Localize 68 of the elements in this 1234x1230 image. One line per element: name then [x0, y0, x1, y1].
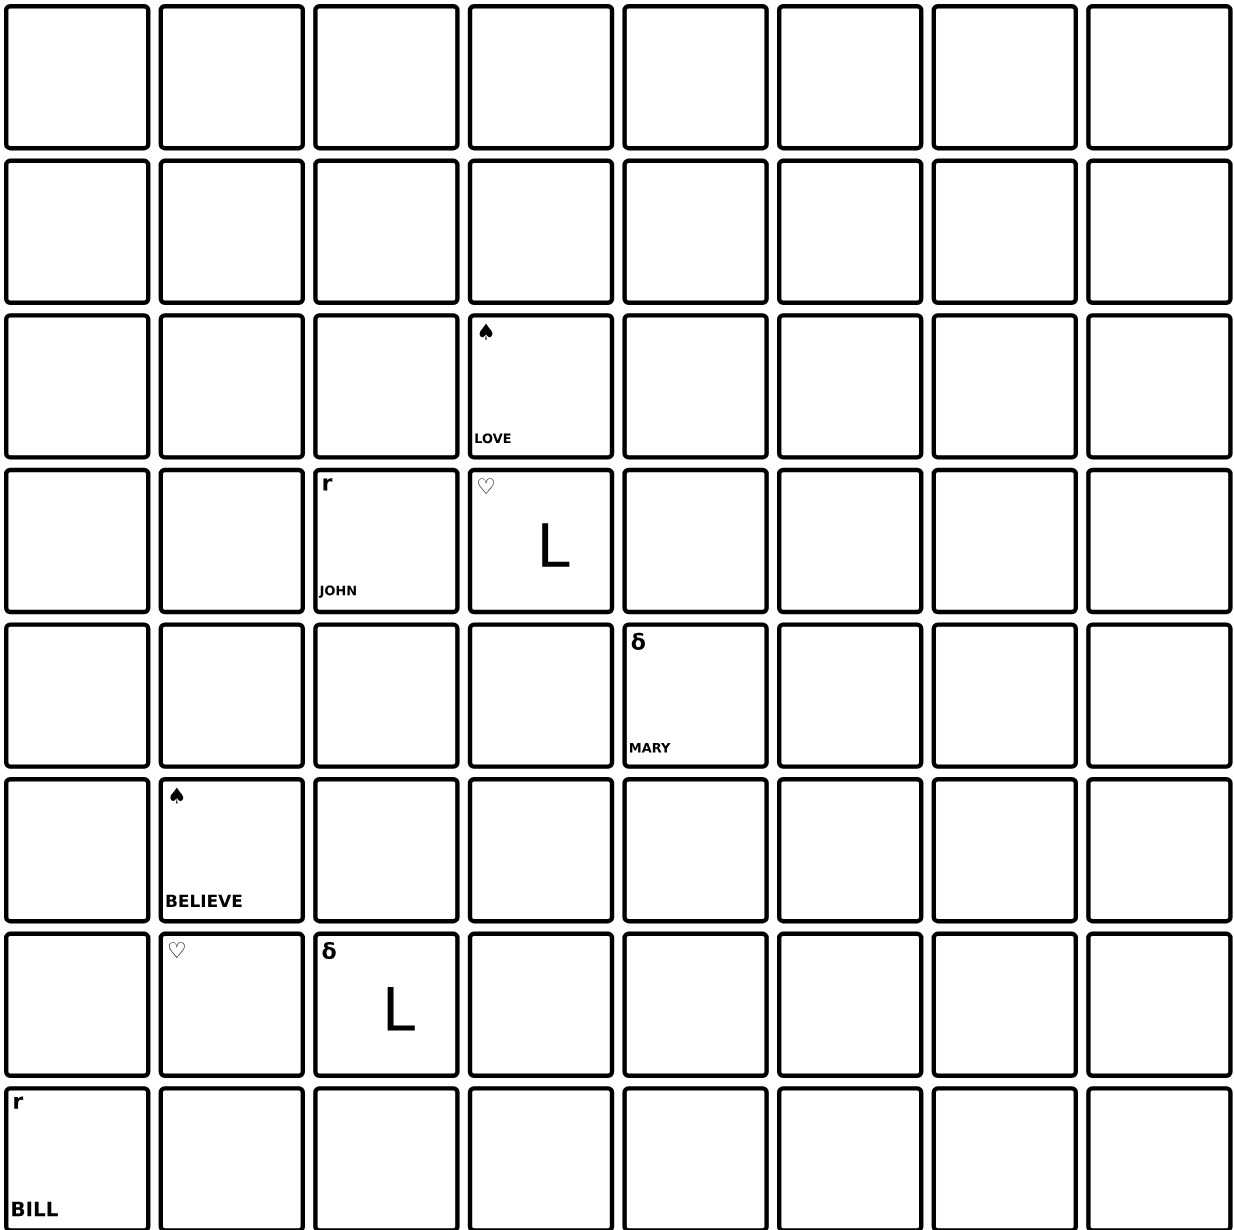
square-box: [467, 467, 615, 615]
symbol-mark: r: [14, 1096, 24, 1109]
square-box: [622, 4, 769, 151]
square-box: [158, 622, 305, 769]
square-box: [313, 622, 460, 769]
word-label: BELIEVE: [166, 894, 242, 907]
square-box: [467, 313, 615, 460]
square-box: [622, 313, 769, 460]
square-box: [467, 931, 615, 1078]
symbol-mark: ♡: [169, 942, 185, 958]
symbol-mark: r: [323, 478, 333, 491]
letter-mark: L: [387, 987, 415, 1031]
square-box: [467, 4, 615, 151]
square-box: [622, 158, 769, 305]
square-box: [777, 467, 924, 615]
square-box: [622, 777, 769, 924]
square-box: [777, 4, 924, 151]
square-box: [4, 467, 151, 615]
symbol-mark: ♡: [478, 478, 494, 495]
square-box: [467, 777, 615, 924]
square-box: [313, 313, 460, 460]
square-box: [1086, 622, 1233, 769]
square-box: [467, 158, 615, 305]
square-box: [931, 777, 1078, 924]
square-box: [4, 777, 151, 924]
square-box: [1086, 4, 1233, 151]
square-box: [4, 4, 151, 151]
square-box: [1086, 777, 1233, 924]
square-box: [467, 622, 615, 769]
square-box: [1086, 931, 1233, 1078]
square-box: [313, 158, 460, 305]
square-box: [931, 313, 1078, 460]
square-box: [158, 4, 305, 151]
square-box: [931, 467, 1078, 615]
square-box: [313, 4, 460, 151]
square-box: [931, 931, 1078, 1078]
square-box: [4, 313, 151, 460]
square-box: [777, 622, 924, 769]
square-box: [777, 313, 924, 460]
square-box: [4, 158, 151, 305]
square-box: [622, 622, 769, 769]
square-box: [1086, 313, 1233, 460]
word-label: BILL: [12, 1201, 58, 1217]
square-box: [313, 467, 460, 615]
square-box: [158, 467, 305, 615]
square-box: [313, 777, 460, 924]
square-box: [158, 158, 305, 305]
square-box: [313, 931, 460, 1078]
square-box: [1086, 158, 1233, 305]
letter-mark: L: [542, 523, 570, 567]
square-box: [158, 777, 305, 924]
square-box: [622, 931, 769, 1078]
square-box: [931, 158, 1078, 305]
square-box: [931, 4, 1078, 151]
symbol-mark: δ: [631, 632, 645, 650]
square-box: [4, 622, 151, 769]
square-box: [158, 931, 305, 1078]
square-box: [777, 777, 924, 924]
square-box: [158, 313, 305, 460]
symbol-mark: ♠: [170, 787, 184, 804]
symbol-mark: ♠: [479, 323, 493, 340]
square-box: [777, 931, 924, 1078]
square-box: [1086, 467, 1233, 615]
square-box: [931, 622, 1078, 769]
square-box: [622, 467, 769, 615]
square-box: [777, 158, 924, 305]
symbol-mark: δ: [322, 942, 336, 960]
square-box: [4, 931, 151, 1078]
